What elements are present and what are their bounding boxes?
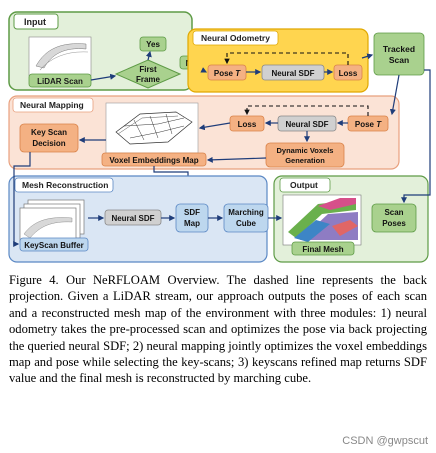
yes-label: Yes — [146, 40, 160, 49]
keyscan-buffer-node — [19, 237, 89, 252]
first-frame-line1: First — [139, 65, 157, 74]
mapping-neural-sdf-label: Neural SDF — [285, 120, 328, 129]
dynamic-voxels-node — [265, 142, 345, 168]
lidar-scan-label: LiDAR Scan — [37, 77, 83, 86]
tracked-scan-node — [373, 32, 425, 76]
edge-mapping-back-projection — [244, 105, 369, 116]
yes-node — [139, 36, 167, 52]
edge-odometry-to-tracked — [361, 53, 374, 60]
key-scan-decision-line1: Key Scan — [31, 128, 67, 137]
edge-key-scan-to-buffer — [13, 152, 31, 247]
sdf-map-line1: SDF — [184, 208, 200, 217]
key-scan-decision-line2: Decision — [32, 139, 65, 148]
odometry-loss-label: Loss — [339, 69, 358, 78]
figure-caption: Figure 4. Our NeRFLOAM Overview. The das… — [9, 273, 427, 386]
watermark: CSDN @gwpscut — [342, 435, 428, 447]
marching-cube-line2: Cube — [236, 219, 257, 228]
tracked-scan-line1: Tracked — [383, 44, 415, 54]
lidar-scan-image — [28, 36, 92, 77]
keyscan-buffer-label: KeyScan Buffer — [24, 241, 84, 250]
lidar-scan-node — [28, 73, 92, 88]
odometry-pose-label: Pose T — [214, 69, 241, 78]
edge-no-to-pose — [200, 67, 208, 73]
edge-loss-to-voxel-map — [198, 122, 231, 131]
neural-odometry-panel: Neural Odometry — [187, 28, 369, 93]
mesh-neural-sdf-label: Neural SDF — [111, 214, 154, 223]
final-mesh-node — [291, 241, 355, 256]
final-mesh-label: Final Mesh — [302, 245, 343, 254]
edge-lidar-to-frame — [90, 73, 117, 81]
voxel-grid-image — [105, 102, 199, 154]
edge-tracked-to-scan-poses — [401, 69, 431, 204]
mapping-loss-label: Loss — [238, 120, 257, 129]
first-frame-decision — [114, 59, 182, 89]
neural-odometry-title: Neural Odometry — [201, 33, 270, 43]
keyscan-buffer-image — [19, 199, 85, 243]
marching-cube-line1: Marching — [228, 208, 264, 217]
dynamic-voxels-line2: Generation — [285, 156, 325, 165]
first-frame-line2: Frame — [136, 75, 161, 84]
mapping-pose-label: Pose T — [355, 120, 382, 129]
final-mesh-image — [282, 194, 362, 246]
edge-frame-to-yes — [145, 50, 152, 61]
edge-tracked-to-mapping-pose — [389, 74, 400, 116]
tracked-scan-line2: Scan — [389, 55, 409, 65]
output-title: Output — [290, 180, 318, 190]
scan-poses-node — [371, 203, 417, 233]
sdf-map-line2: Map — [184, 219, 200, 228]
voxel-embeddings-map-label: Voxel Embeddings Map — [109, 156, 198, 165]
mesh-reconstruction-title: Mesh Reconstruction — [22, 180, 108, 190]
scan-poses-line1: Scan — [384, 208, 403, 217]
edge-odometry-back-projection — [224, 52, 349, 65]
scan-poses-line2: Poses — [382, 219, 406, 228]
key-scan-decision-node — [19, 123, 79, 153]
neural-mapping-title: Neural Mapping — [20, 100, 84, 110]
input-title: Input — [24, 17, 46, 27]
edge-dynamic-to-voxel-map — [206, 156, 267, 163]
overview-diagram: Input LiDAR Scan First Frame Yes No Neur… — [8, 11, 431, 263]
odometry-neural-sdf-label: Neural SDF — [271, 69, 314, 78]
dynamic-voxels-line1: Dynamic Voxels — [277, 146, 334, 155]
